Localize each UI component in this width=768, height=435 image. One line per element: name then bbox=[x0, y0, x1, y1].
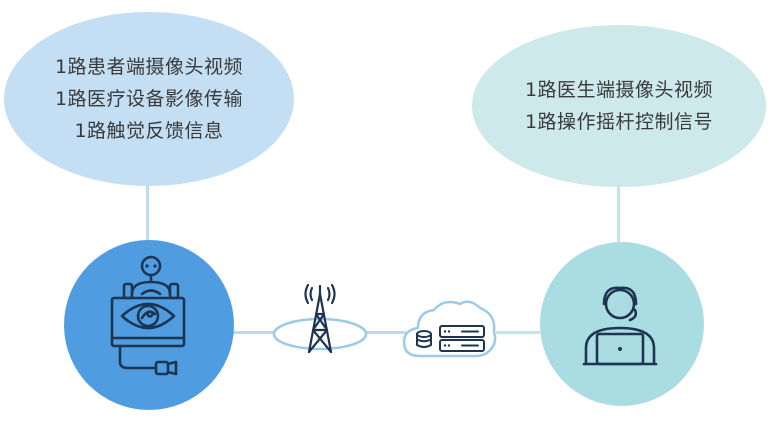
patient-tower-link bbox=[222, 331, 274, 334]
signal-tower-icon bbox=[272, 283, 368, 354]
tower-cloud-link bbox=[366, 331, 406, 334]
patient-info-line: 1路患者端摄像头视频 bbox=[54, 56, 244, 78]
patient-info-line: 1路触觉反馈信息 bbox=[74, 120, 224, 142]
cloud-server-icon bbox=[402, 300, 497, 358]
doctor-connector-line bbox=[617, 186, 620, 242]
robot-ultrasound-icon bbox=[110, 255, 186, 376]
cloud-doctor-link bbox=[496, 331, 540, 334]
patient-connector-line bbox=[146, 185, 149, 243]
doctor-node-circle bbox=[540, 242, 704, 406]
patient-side-info-bubble: 1路患者端摄像头视频 1路医疗设备影像传输 1路触觉反馈信息 bbox=[4, 12, 294, 186]
doctor-laptop-icon bbox=[582, 286, 658, 366]
doctor-info-line: 1路医生端摄像头视频 bbox=[524, 79, 714, 101]
doctor-info-line: 1路操作摇杆控制信号 bbox=[524, 111, 714, 133]
doctor-side-info-bubble: 1路医生端摄像头视频 1路操作摇杆控制信号 bbox=[472, 25, 766, 187]
patient-info-line: 1路医疗设备影像传输 bbox=[54, 88, 244, 110]
